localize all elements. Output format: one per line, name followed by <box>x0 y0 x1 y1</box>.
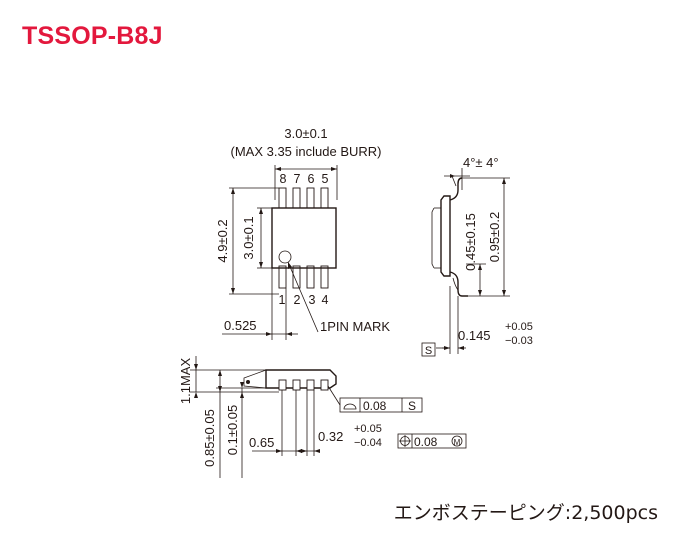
pin1-mark-label: 1PIN MARK <box>320 319 390 334</box>
angle-label: 4°± 4° <box>463 155 499 170</box>
pin-label-4: 4 <box>322 293 329 307</box>
lead-8 <box>278 187 287 209</box>
lead-front-4 <box>320 379 329 391</box>
pin-label-3: 3 <box>309 293 316 307</box>
lead-7 <box>292 187 301 209</box>
mmc-modifier-circle <box>451 435 463 447</box>
lead-front-1 <box>278 379 287 391</box>
lead-front-2 <box>292 379 301 391</box>
ic-body-top <box>271 207 337 269</box>
package-title: TSSOP-B8J <box>22 22 163 50</box>
packaging-note: エンボステーピング:2,500pcs <box>393 502 658 524</box>
width-dim-label: 3.0±0.1 <box>284 126 327 141</box>
lead-1 <box>278 265 287 289</box>
lead-2 <box>292 265 301 289</box>
pin-label-5: 5 <box>322 172 329 186</box>
pin-label-6: 6 <box>308 172 315 186</box>
lead-4 <box>320 265 329 289</box>
pin-label-1: 1 <box>279 293 286 307</box>
lead-thickness-tol-plus: +0.05 <box>505 321 533 333</box>
dim-045-label: 0.45±0.15 <box>463 213 478 271</box>
lead-3 <box>306 265 315 289</box>
flatness-value: 0.08 <box>363 399 387 413</box>
position-value: 0.08 <box>414 435 438 449</box>
lead-side-bottom <box>449 271 468 297</box>
pin-offset-label: 0.525 <box>224 318 257 333</box>
lead-5 <box>320 187 329 209</box>
body-dim-label: 3.0±0.1 <box>241 216 256 259</box>
dim-085-label: 0.85±0.05 <box>202 409 217 467</box>
flatness-frame <box>339 397 423 413</box>
height-max-label: 1.1MAX <box>178 358 193 405</box>
pin1-mark-circle <box>278 250 292 264</box>
pin-label-7: 7 <box>294 172 301 186</box>
datum-s-box <box>421 342 436 357</box>
profile-surface-icon <box>343 403 357 410</box>
ic-body-side <box>440 195 451 277</box>
lead-thickness-tol-minus: −0.03 <box>505 335 533 347</box>
pin-label-8: 8 <box>280 172 287 186</box>
datum-s-label: S <box>425 345 432 357</box>
lead-width-label: 0.32 <box>318 429 343 444</box>
lead-width-tol-plus: +0.05 <box>354 423 382 435</box>
dim-01-label: 0.1±0.05 <box>225 405 240 456</box>
side-view: 4°± 4° 0.45±0.15 0.95±0.2 <box>421 155 533 357</box>
pitch-label: 0.65 <box>249 435 274 450</box>
front-view: 1.1MAX 0.85±0.05 0.1±0.05 0.65 0.32 +0.0… <box>178 356 467 478</box>
position-frame <box>397 433 467 449</box>
lead-6 <box>306 187 315 209</box>
length-dim-label: 4.9±0.2 <box>215 219 230 262</box>
flatness-datum: S <box>408 399 416 413</box>
lead-front-3 <box>306 379 315 391</box>
dim-095-label: 0.95±0.2 <box>487 212 502 263</box>
lead-width-tol-minus: −0.04 <box>354 437 382 449</box>
front-datum-dot <box>246 380 250 384</box>
width-note-label: (MAX 3.35 include BURR) <box>231 144 382 159</box>
top-view: 3.0±0.1 (MAX 3.35 include BURR) 8 7 6 5 … <box>215 126 390 340</box>
position-modifier: M <box>454 438 461 447</box>
pin-label-2: 2 <box>294 293 301 307</box>
lead-side-top <box>449 177 463 201</box>
lead-thickness-label: 0.145 <box>458 328 491 343</box>
